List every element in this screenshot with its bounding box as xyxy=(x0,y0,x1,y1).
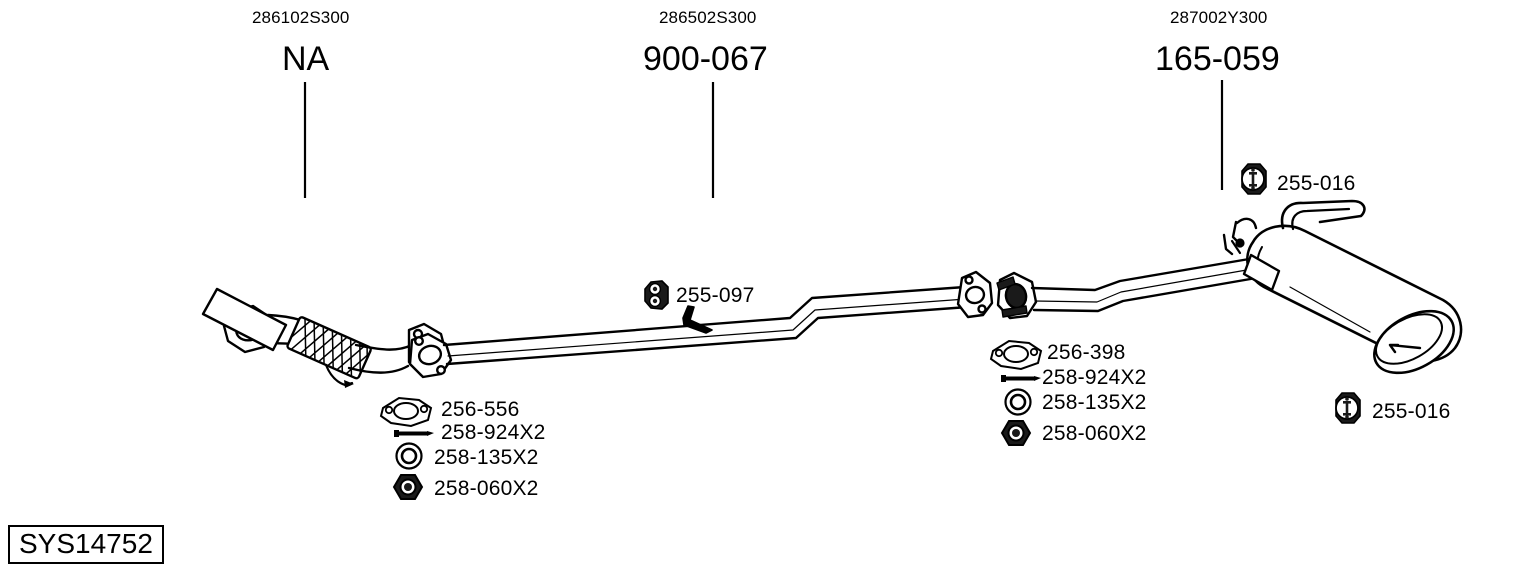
tailpipe-loop-inner xyxy=(1291,207,1351,231)
rear-pipe-bottom-wall xyxy=(1032,275,1264,313)
flex-sleeve-body xyxy=(286,316,372,380)
hex-nut-icon xyxy=(1000,420,1032,446)
assembly-oem-number-centre: 286502S300 xyxy=(659,8,757,27)
rear-kit-item-gasket: 256-398 xyxy=(1047,341,1126,364)
leader-lines xyxy=(303,80,1224,198)
hex-nut-icon xyxy=(392,474,424,500)
rear-kit-item-bolt: 258-924X2 xyxy=(1042,366,1147,389)
bolt-icon xyxy=(1001,375,1041,382)
rear-pipe-collar xyxy=(996,271,1038,320)
flex-braid-section xyxy=(0,0,324,352)
bolt-icon xyxy=(394,430,434,437)
assembly-part-number-rear: 165-059 xyxy=(1155,40,1280,78)
silencer-hanger-node-a xyxy=(1235,238,1245,248)
front-kit-item-washer: 258-135X2 xyxy=(434,446,539,469)
silencer-body-seam xyxy=(1289,286,1371,333)
mount-label-rear-lower: 255-016 xyxy=(1372,400,1451,423)
front-kit-item-gasket: 256-556 xyxy=(441,398,520,421)
flex-braid-hatch xyxy=(290,317,370,378)
flex-sleeve xyxy=(286,316,372,380)
gasket-icon xyxy=(989,339,1043,371)
rubber-mount-icon xyxy=(1335,392,1361,424)
silencer-hanger-wire-c xyxy=(1222,233,1234,256)
centre-rear-bore xyxy=(964,285,986,305)
assembly-part-number-centre: 900-067 xyxy=(643,40,768,78)
rear-pipe-top-wall xyxy=(1030,256,1257,292)
rear-kit-item-nut: 258-060X2 xyxy=(1042,422,1147,445)
silencer-inlet-neck xyxy=(1242,253,1281,292)
front-pipe-assembly xyxy=(0,0,449,388)
rear-kit-icons xyxy=(989,339,1043,446)
front-kit-icons xyxy=(379,396,434,500)
rubber-mount-icon xyxy=(1241,163,1267,195)
centre-rear-hole-b xyxy=(977,304,987,314)
centre-rear-hole-a xyxy=(964,275,974,285)
silencer-body xyxy=(1246,224,1463,375)
rubber-hanger-double-icon xyxy=(644,280,669,310)
mount-label-rear-upper: 255-016 xyxy=(1277,172,1356,195)
rear-kit-item-washer: 258-135X2 xyxy=(1042,391,1147,414)
assembly-oem-number-rear: 287002Y300 xyxy=(1170,8,1268,27)
system-code-label: SYS14752 xyxy=(8,525,164,565)
mount-label-centre-hanger: 255-097 xyxy=(676,284,755,307)
centre-pipe-seam xyxy=(447,298,967,357)
silencer-outlet-bore xyxy=(1375,313,1443,365)
front-pipe-tail-lower xyxy=(347,364,410,374)
rear-collar-bolt-bot xyxy=(1001,305,1028,318)
assembly-oem-number-front: 286102S300 xyxy=(252,8,350,27)
centre-flange-hole-b xyxy=(436,365,447,376)
gasket-icon xyxy=(379,396,433,428)
silencer-outlet-arrow xyxy=(1388,343,1422,354)
centre-flange-hole-a xyxy=(414,336,425,347)
flex-outline xyxy=(0,0,324,326)
rear-silencer-assembly xyxy=(996,199,1463,375)
silencer-hanger-arm xyxy=(1230,239,1242,255)
rear-pipe-seam xyxy=(1034,267,1259,303)
centre-pipe-assembly xyxy=(408,270,994,379)
washer-icon xyxy=(395,442,423,470)
centre-pipe-hanger-bracket xyxy=(682,305,713,334)
silencer-hanger-wire-a xyxy=(1235,217,1258,230)
front-kit-item-bolt: 258-924X2 xyxy=(441,421,546,444)
front-pipe-tail-upper xyxy=(354,343,414,351)
centre-flange-bore xyxy=(417,344,443,366)
rear-collar-bolt-top xyxy=(996,276,1016,291)
front-kit-item-nut: 258-060X2 xyxy=(434,477,539,500)
centre-pipe-top-wall xyxy=(442,285,967,347)
washer-icon xyxy=(1004,388,1032,416)
tailpipe-loop xyxy=(1280,199,1366,230)
assembly-part-number-front: NA xyxy=(282,40,330,78)
centre-pipe-bottom-wall xyxy=(445,305,970,366)
front-pipe-hanger-tip xyxy=(344,380,354,388)
